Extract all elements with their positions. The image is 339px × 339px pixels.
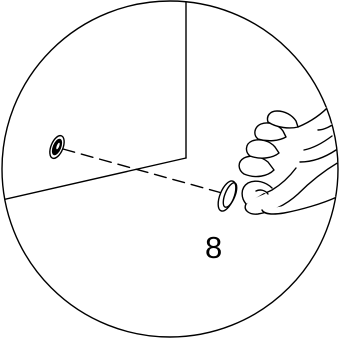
step-number: 8 [205, 230, 222, 265]
